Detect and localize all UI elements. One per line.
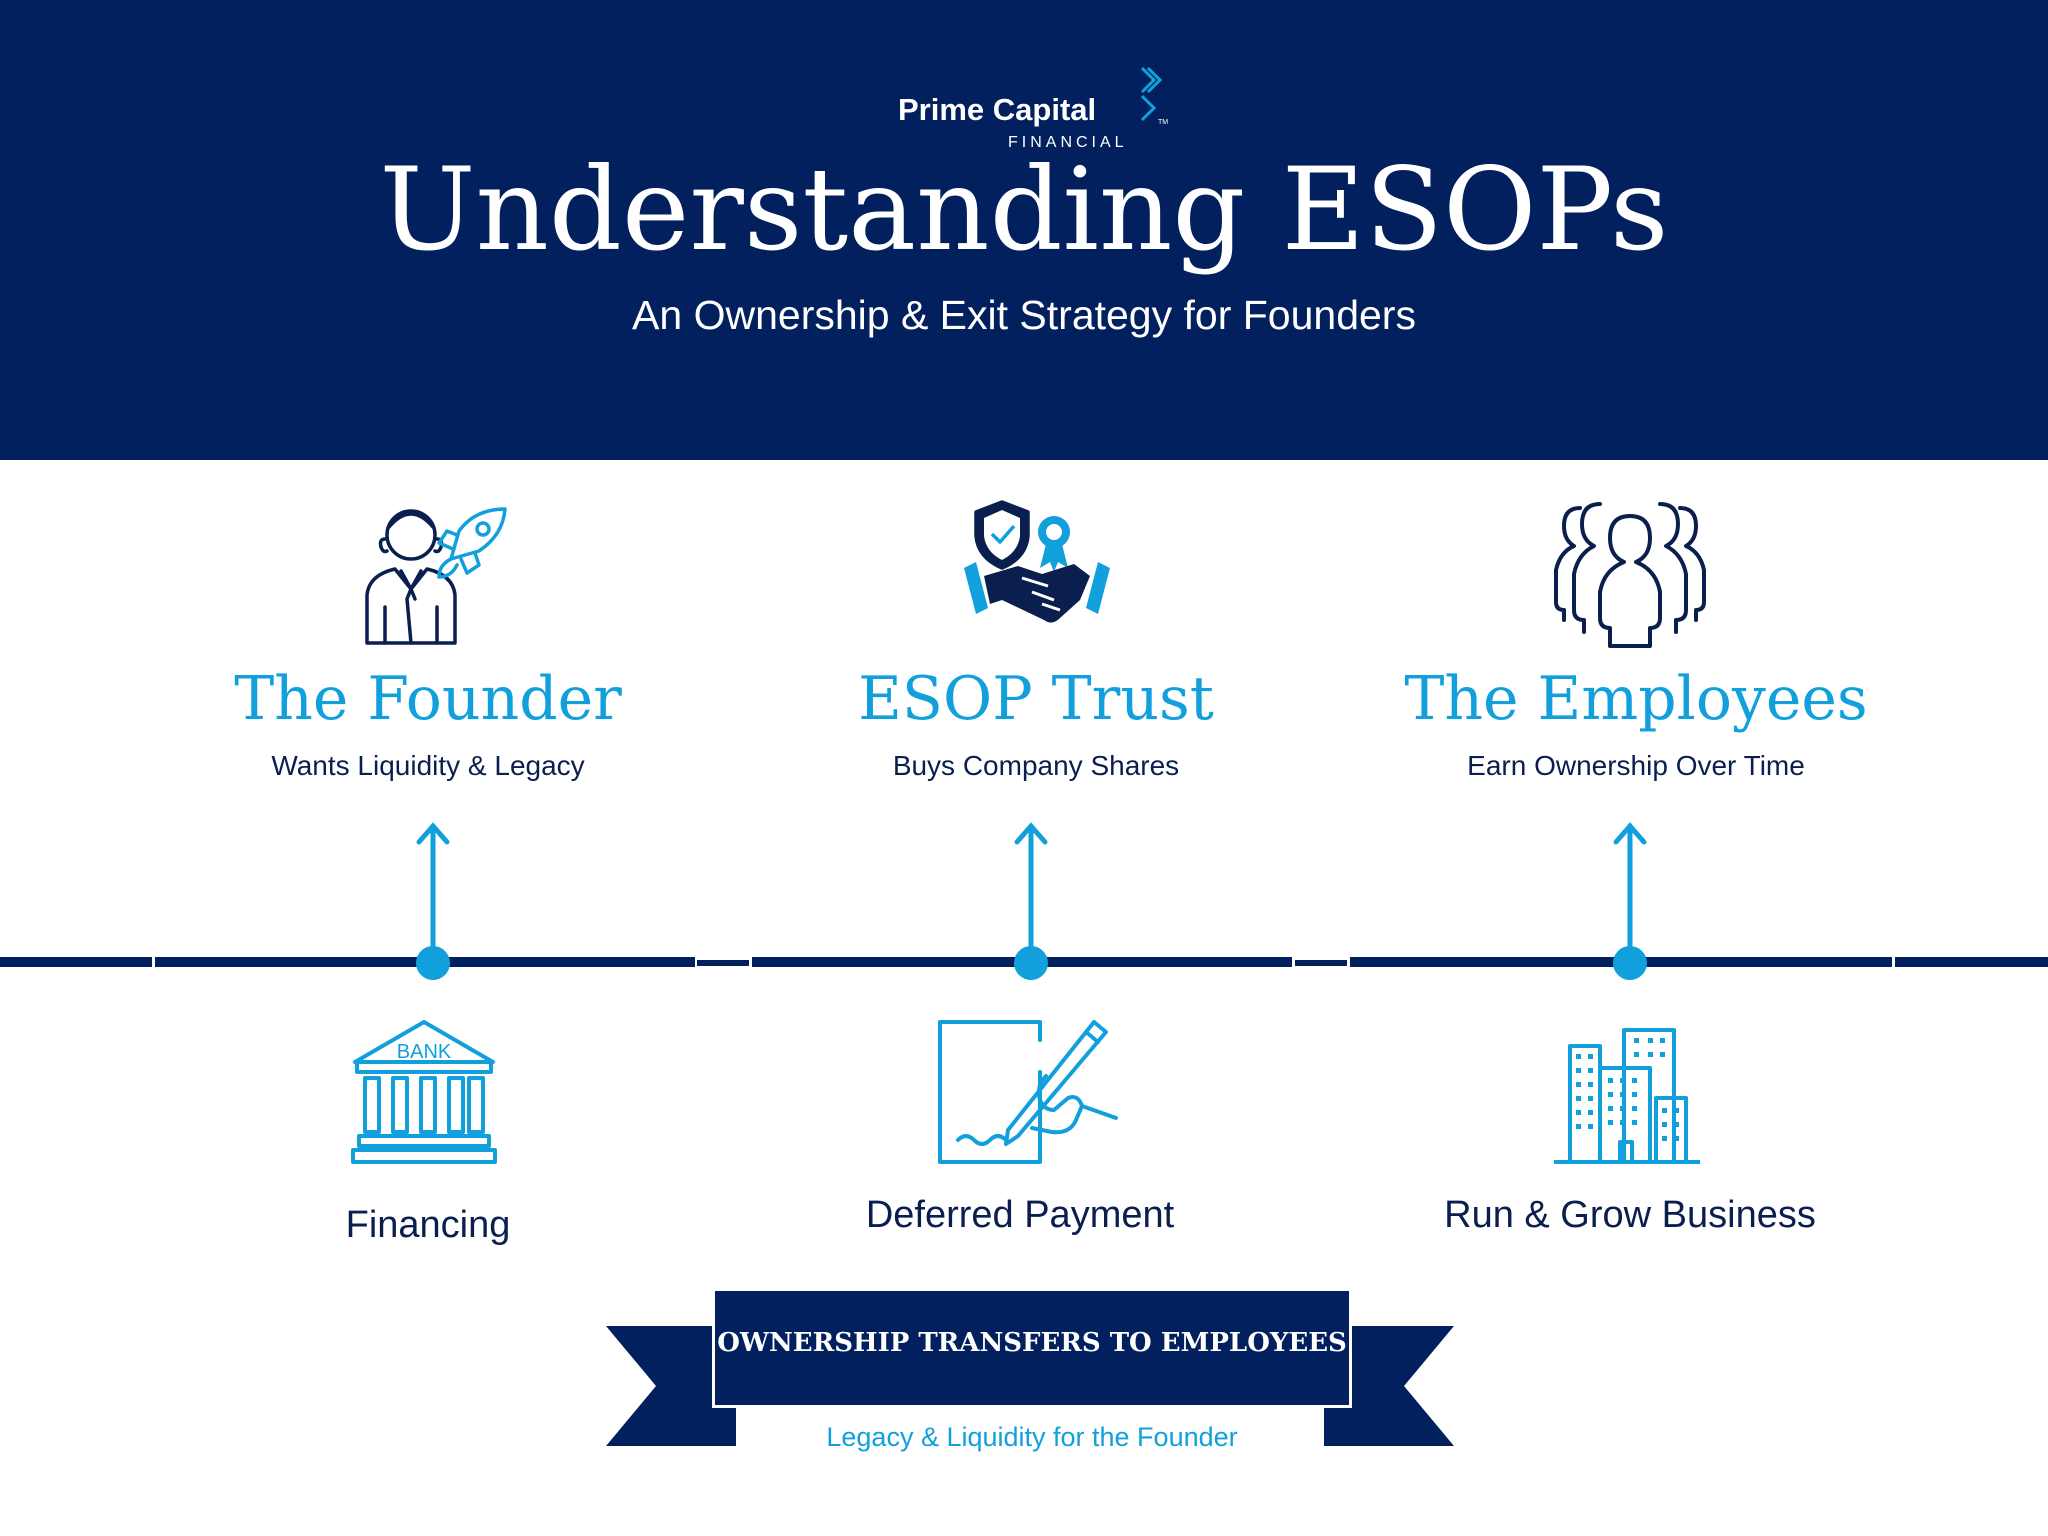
ribbon-tails: [606, 1326, 1454, 1446]
founder-icon: [365, 507, 507, 645]
financing-label: Financing: [345, 1204, 511, 1246]
handshake-icon: [964, 562, 1110, 623]
deferred-payment-label: Deferred Payment: [865, 1194, 1175, 1236]
page-title: Understanding ESOPs: [379, 143, 1669, 276]
page-subtitle: An Ownership & Exit Strategy for Founder…: [632, 292, 1416, 338]
brand-mark-icon: TM: [1140, 66, 1168, 126]
employees-subtitle: Earn Ownership Over Time: [1467, 750, 1805, 781]
esop-trust-title: ESOP Trust: [858, 664, 1214, 734]
shield-icon: [974, 500, 1030, 570]
founder-arrow: [416, 822, 450, 965]
employees-arrow: [1613, 822, 1647, 965]
ownership-banner: [712, 1288, 1352, 1408]
brand-name: Prime Capital: [898, 92, 1097, 127]
brand-tm: TM: [1158, 119, 1168, 126]
employees-title: The Employees: [1404, 664, 1868, 734]
bank-sign: BANK: [397, 1041, 452, 1063]
brand-logo: Prime Capital FINANCIAL TM: [0, 30, 2048, 151]
founder-node: [416, 946, 450, 980]
founder-title: The Founder: [234, 664, 622, 734]
banner-text: OWNERSHIP TRANSFERS TO EMPLOYEES: [717, 1328, 1347, 1358]
shield-handshake-icon: [964, 500, 1110, 623]
signing-document-icon: [938, 1020, 1118, 1164]
esop-trust-arrow: [1014, 822, 1048, 965]
award-icon: [1038, 516, 1070, 572]
founder-subtitle: Wants Liquidity & Legacy: [271, 750, 585, 781]
bank-icon: BANK: [351, 1020, 497, 1164]
run-grow-business-label: Run & Grow Business: [1444, 1194, 1816, 1236]
banner-subtitle: Legacy & Liquidity for the Founder: [826, 1422, 1238, 1452]
esop-trust-node: [1014, 946, 1048, 980]
people-group-icon: [1554, 502, 1706, 648]
office-buildings-icon: [1554, 1028, 1700, 1164]
rocket-icon: [437, 507, 507, 579]
header-banner: [0, 0, 2048, 460]
brand-sub: FINANCIAL: [1008, 134, 1128, 151]
employees-node: [1613, 946, 1647, 980]
timeline: [0, 822, 2048, 980]
esop-trust-subtitle: Buys Company Shares: [892, 750, 1180, 781]
